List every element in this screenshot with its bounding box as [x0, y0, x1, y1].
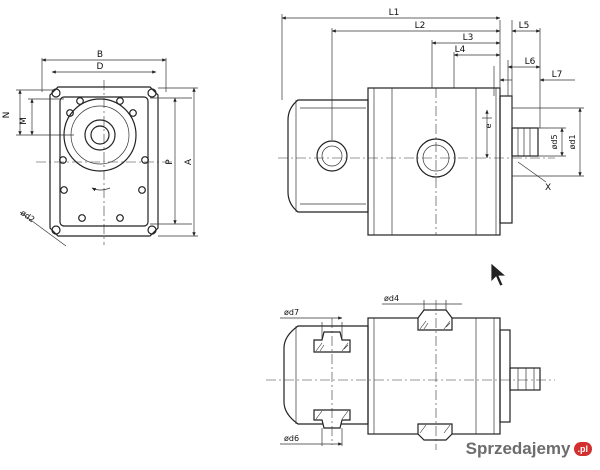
mounting-hole-icon [147, 88, 157, 98]
dimension-l6-label: L6 [525, 57, 536, 67]
flange-view: B D N M P A ød2 [2, 50, 198, 247]
bolt-hole-icon [141, 156, 149, 164]
bolt-hole-icon [78, 214, 86, 222]
pump-rear-cover [499, 95, 513, 224]
dimension-a-label: A [184, 158, 194, 165]
bolt-hole-icon [138, 186, 146, 194]
dimension-l3-label: L3 [463, 33, 474, 43]
bolt-hole-icon [76, 97, 84, 105]
shaft-bore-inner [90, 125, 110, 145]
port-d6-icon [313, 409, 351, 429]
pump-front-cover [287, 99, 369, 213]
drive-shaft [511, 127, 539, 157]
leader-x [517, 161, 547, 183]
flange-plate [49, 86, 159, 237]
dimension-d-label: D [97, 62, 104, 72]
dimension-e-label: e [484, 123, 493, 128]
bolt-hole-icon [116, 214, 124, 222]
dimension-d6-label: ød6 [284, 434, 299, 443]
dimension-l5-label: L5 [519, 21, 530, 31]
watermark-text: Sprzedajemy [465, 439, 571, 458]
dimension-d5-label: ød5 [550, 134, 559, 149]
dimension-d7-label: ød7 [284, 308, 299, 317]
bolt-hole-icon [59, 156, 67, 164]
leader-d2 [27, 217, 67, 247]
dimension-m-label: M [19, 117, 29, 125]
watermark-badge: .pl [573, 442, 592, 456]
dimension-l2-label: L2 [415, 21, 426, 31]
shaft-bore [84, 119, 116, 151]
side-view: L1 L2 L3 L4 L5 L6 L7 e ød5 ød1 X [278, 8, 584, 236]
bottom-view: ød7 ød4 ød6 [266, 294, 555, 450]
dimension-p-label: P [165, 159, 175, 165]
dimension-b-label: B [97, 50, 103, 60]
dimension-d1-label: ød1 [568, 134, 577, 149]
watermark-logo: Sprzedajemy .pl [466, 436, 592, 462]
bottom-body [367, 317, 501, 435]
mounting-hole-icon [51, 225, 61, 235]
port-d4-icon [417, 309, 453, 331]
mounting-hole-icon [51, 88, 61, 98]
dimension-l1-label: L1 [389, 8, 400, 18]
rotation-arrow-icon [91, 187, 111, 192]
dimension-d4-label: ød4 [384, 294, 399, 303]
bolt-holes [59, 97, 149, 222]
detail-x-label: X [545, 183, 551, 193]
bolt-hole-icon [60, 186, 68, 194]
bolt-hole-icon [129, 109, 137, 117]
port-bottom-icon [417, 423, 453, 441]
side-port-icon [316, 140, 348, 172]
bottom-shaft [509, 367, 541, 391]
centering-ring [63, 98, 137, 172]
mounting-hole-icon [147, 225, 157, 235]
bottom-front-cover [283, 325, 369, 425]
bolt-hole-icon [66, 109, 74, 117]
pump-body [367, 87, 501, 236]
dimension-l4-label: L4 [455, 45, 466, 55]
mouse-cursor-icon [490, 262, 508, 287]
bolt-hole-icon [116, 97, 124, 105]
centering-ring-inner [70, 105, 130, 165]
dimension-l7-label: L7 [552, 70, 563, 80]
dimension-n-label: N [2, 112, 12, 119]
